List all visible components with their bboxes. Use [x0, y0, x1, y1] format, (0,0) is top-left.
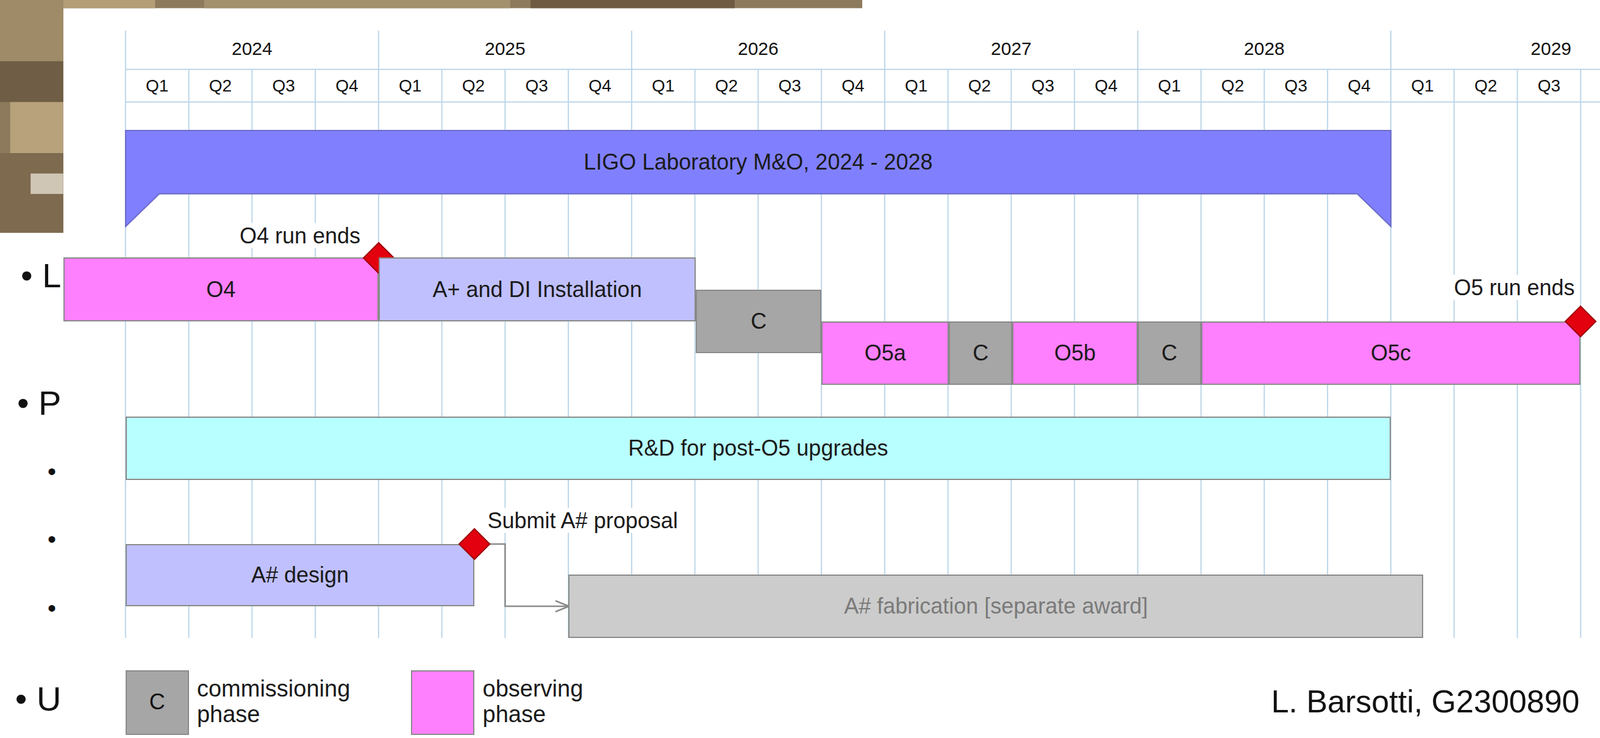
bar-label: O4: [206, 276, 236, 302]
bar-label: O5a: [864, 340, 907, 366]
grid-line: [884, 30, 886, 70]
quarter-label: Q2: [1474, 76, 1497, 96]
diamond-shape: [1565, 306, 1596, 337]
bullet-fragment: •: [47, 525, 57, 553]
diamond-outline: [1565, 306, 1596, 337]
legend-text: observing phase: [482, 676, 584, 729]
quarter-label: Q1: [904, 76, 928, 96]
observing-bar: O5c: [1201, 321, 1582, 385]
bullet-fragment: • U: [15, 680, 62, 719]
photo-patch: [10, 101, 64, 154]
photo-patch: [0, 153, 64, 233]
milestone-label: O4 run ends: [237, 222, 363, 248]
quarter-label: Q2: [968, 76, 991, 96]
quarter-label: Q3: [272, 76, 296, 96]
timeline-grid: [125, 30, 1600, 638]
rnd-bar: R&D for post-O5 upgrades: [125, 416, 1391, 480]
observing-bar: O5a: [821, 321, 949, 385]
quarter-label: Q3: [525, 76, 549, 96]
photo-patch: [0, 60, 64, 102]
quarter-label: Q3: [1284, 76, 1308, 96]
quarter-label: Q4: [588, 76, 611, 96]
bar-label: A# design: [251, 562, 349, 588]
quarter-label: Q4: [335, 76, 358, 96]
quarter-label: Q3: [778, 76, 802, 96]
photo-patch: [0, 0, 863, 8]
installation-bar: A+ and DI Installation: [378, 257, 696, 322]
year-label: 2027: [990, 37, 1032, 58]
bar-label: O5c: [1370, 340, 1411, 366]
year-label: 2028: [1243, 37, 1285, 58]
bullet-fragment: • L: [20, 256, 61, 295]
bracket-shape: [125, 130, 1391, 227]
milestone-diamond: O5 run ends: [1565, 306, 1596, 337]
quarter-label: Q4: [1347, 76, 1371, 96]
photo-patch: [530, 0, 735, 8]
grid-line: [125, 68, 1600, 71]
commissioning-bar: C: [948, 321, 1013, 385]
quarter-label: Q3: [1031, 76, 1055, 96]
bar-label: A# fabrication [separate award]: [843, 593, 1148, 619]
photo-patch: [0, 0, 64, 233]
connector-arrow: [489, 543, 569, 607]
quarter-label: Q3: [1537, 76, 1561, 96]
diamond-shape: [459, 528, 490, 560]
bar-label: R&D for post-O5 upgrades: [628, 435, 888, 461]
grid-line: [1137, 30, 1139, 70]
fabrication-bar: A# fabrication [separate award]: [568, 574, 1424, 638]
grid-line: [1390, 30, 1392, 70]
quarter-label: Q2: [1221, 76, 1244, 96]
citation: L. Barsotti, G2300890: [1271, 684, 1580, 720]
year-label: 2024: [231, 37, 273, 58]
quarter-label: Q4: [1094, 76, 1118, 96]
legend-text: commissioning phase: [196, 676, 350, 729]
grid-line: [125, 30, 127, 70]
year-label: 2025: [484, 37, 526, 58]
commissioning-bar: C: [695, 289, 822, 354]
bullet-fragment: •: [47, 457, 57, 485]
swatch-letter: C: [149, 690, 166, 715]
bar-label: O5b: [1054, 340, 1096, 366]
quarter-label: Q2: [462, 76, 485, 96]
design-bar: A# design: [125, 543, 475, 607]
bullet-fragment: •: [47, 594, 57, 622]
quarter-label: Q1: [651, 76, 675, 96]
observing-bar: O4: [63, 257, 379, 322]
quarter-label: Q2: [715, 76, 738, 96]
commissioning-bar: C: [1137, 321, 1202, 385]
bar-label: C: [972, 340, 989, 366]
observing-bar: O5b: [1012, 321, 1138, 385]
photo-patch: [30, 173, 64, 194]
quarter-label: Q1: [1157, 76, 1181, 96]
photo-patch: [204, 0, 511, 8]
quarter-label: Q1: [145, 76, 169, 96]
grid-line: [378, 30, 380, 70]
year-label: 2026: [737, 37, 779, 58]
milestone-label: Submit A# proposal: [485, 507, 680, 533]
bullet-fragment: • P: [17, 384, 62, 422]
photo-patch: [0, 0, 64, 61]
diamond-outline: [459, 528, 490, 560]
milestone-diamond: Submit A# proposal: [459, 528, 490, 560]
grid-line: [631, 30, 633, 70]
bar-label: C: [1161, 340, 1178, 366]
quarter-label: Q4: [841, 76, 865, 96]
span-bracket: LIGO Laboratory M&O, 2024 - 2028: [125, 130, 1391, 227]
photo-patch: [63, 0, 156, 8]
grid-line: [125, 101, 1600, 103]
bracket-outline: [125, 130, 1391, 227]
bar-label: C: [750, 308, 767, 334]
year-label: 2029: [1530, 37, 1572, 58]
quarter-label: Q2: [209, 76, 232, 96]
legend-swatch: [410, 670, 475, 735]
milestone-label: O5 run ends: [1451, 275, 1577, 300]
bar-label: LIGO Laboratory M&O, 2024 - 2028: [583, 130, 933, 194]
quarter-label: Q1: [398, 76, 422, 96]
quarter-label: Q1: [1410, 76, 1434, 96]
bar-label: A+ and DI Installation: [432, 276, 642, 302]
